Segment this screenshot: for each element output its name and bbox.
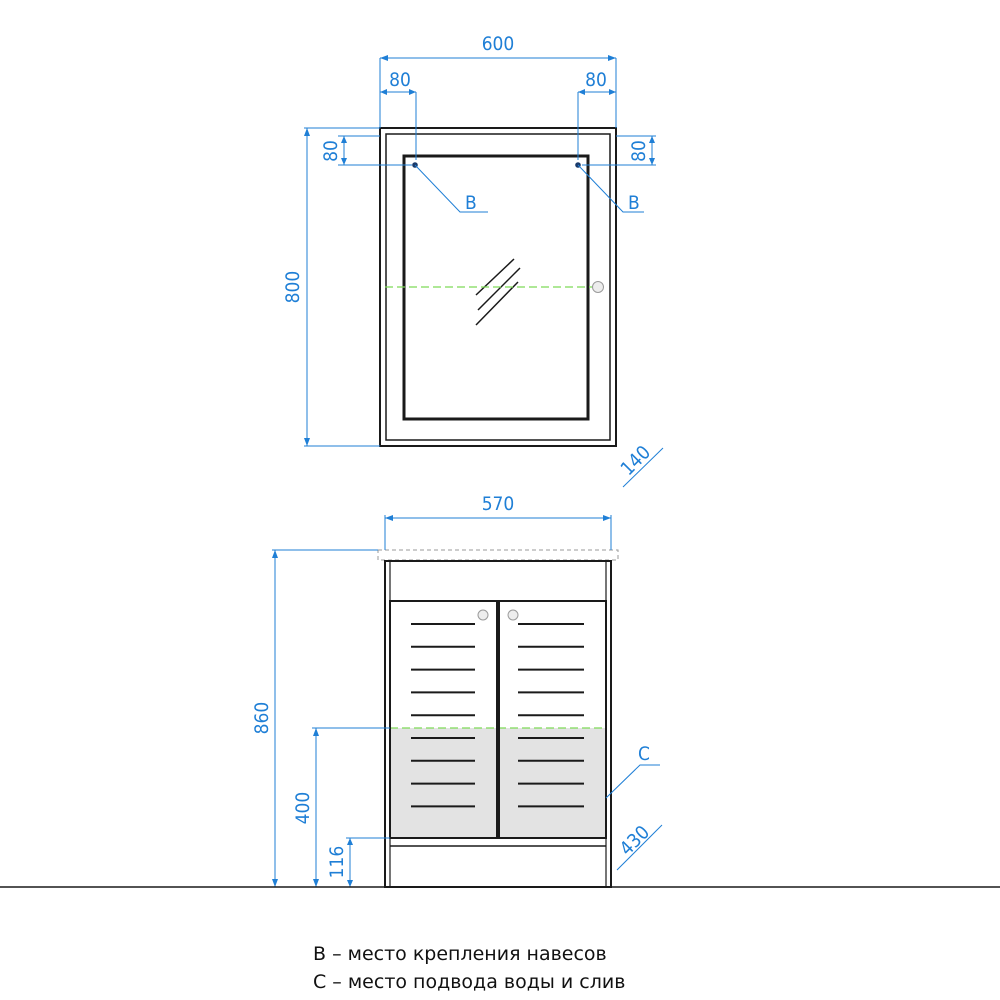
point-c-label: C: [638, 743, 650, 765]
right-door: [498, 600, 607, 839]
legend-item-c: C – место подвода воды и слив: [313, 971, 626, 993]
vanity-height-label: 860: [251, 702, 273, 735]
legend: B – место крепления навесов C – место по…: [313, 940, 625, 996]
mirror-handle: [592, 281, 604, 293]
top-offset-right-label: 80: [628, 140, 650, 162]
mirror-height-label: 800: [282, 271, 304, 304]
mirror-cabinet: [379, 127, 617, 447]
door-louvers: [411, 623, 584, 808]
left-door: [389, 600, 498, 839]
mirror-width-label: 600: [482, 33, 515, 55]
mirror-reflection-mark: [475, 258, 515, 296]
left-door-knob: [477, 609, 489, 621]
plinth-height-label: 116: [326, 846, 348, 879]
countertop: [377, 549, 619, 561]
water-height-label: 400: [292, 792, 314, 825]
right-offset-label: 80: [585, 69, 607, 91]
top-offset-left-label: 80: [320, 140, 342, 162]
legend-item-b: B – место крепления навесов: [313, 943, 607, 965]
vanity-width-label: 570: [482, 493, 515, 515]
mirror-depth-label: 140: [616, 441, 655, 480]
point-b-right-label: B: [628, 192, 640, 214]
mirror-reflection-mark: [475, 281, 519, 326]
vanity-depth-label: 430: [615, 821, 654, 860]
vanity-cabinet: [377, 549, 619, 888]
mirror-reflection-mark: [477, 267, 521, 311]
point-b-left-label: B: [465, 192, 477, 214]
right-door-knob: [507, 609, 519, 621]
left-offset-label: 80: [389, 69, 411, 91]
